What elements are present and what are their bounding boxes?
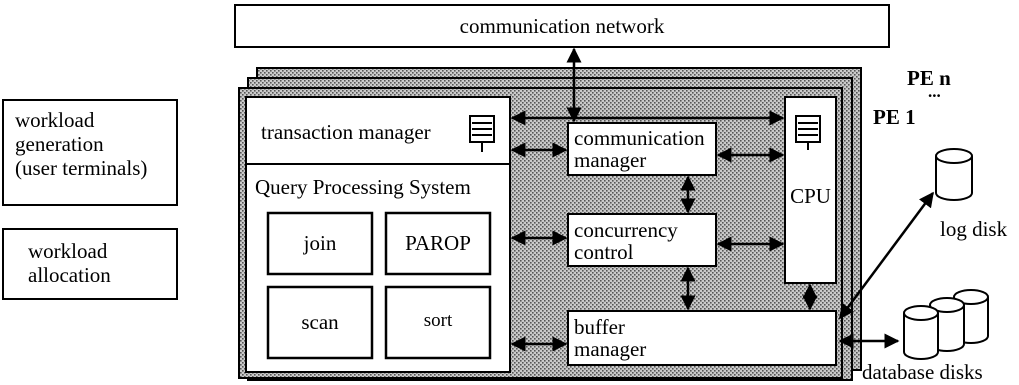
log-disk-icon — [935, 148, 973, 201]
scan-box — [266, 285, 374, 360]
workload-generation-box — [2, 99, 178, 206]
workload-generation-line2: generation — [15, 132, 104, 156]
join-box — [266, 211, 374, 276]
queue-icon — [469, 115, 495, 152]
sort-label: sort — [423, 310, 453, 331]
concurrency-control-line1: concurrency — [574, 218, 678, 242]
buffer-manager-box — [567, 310, 837, 366]
pe-1-label: PE 1 — [873, 105, 916, 129]
sort-box — [384, 285, 492, 360]
cpu-label: CPU — [790, 184, 831, 208]
arrow-buffer-logdisk — [838, 191, 935, 320]
communication-network-box — [234, 4, 890, 48]
cpu-queue-icon — [795, 115, 821, 150]
communication-network-label: communication network — [459, 14, 665, 38]
workload-allocation-line2: allocation — [28, 263, 111, 287]
communication-manager-box — [567, 122, 717, 176]
concurrency-control-box — [567, 213, 717, 267]
query-processing-system-label: Query Processing System — [255, 175, 471, 199]
communication-manager-line2: manager — [574, 148, 647, 172]
database-disks-icon — [903, 289, 989, 360]
transaction-manager-label: transaction manager — [261, 120, 431, 144]
parop-box — [384, 211, 492, 276]
log-disk-label: log disk — [940, 217, 1008, 241]
workload-allocation-line1: workload — [28, 239, 108, 263]
workload-allocation-box — [2, 228, 178, 300]
pe-ellipsis: ... — [928, 82, 941, 101]
workload-generation-line3: (user terminals) — [15, 156, 148, 180]
parop-label: PAROP — [405, 231, 471, 255]
scan-label: scan — [301, 310, 339, 334]
buffer-manager-line1: buffer — [574, 315, 625, 339]
communication-manager-line1: communication — [574, 126, 705, 150]
concurrency-control-line2: control — [574, 240, 634, 264]
database-disks-label: database disks — [862, 360, 983, 384]
pe-n-label: PE n — [907, 66, 951, 90]
buffer-manager-line2: manager — [574, 337, 647, 361]
workload-generation-line1: workload — [15, 108, 95, 132]
join-label: join — [303, 231, 337, 255]
